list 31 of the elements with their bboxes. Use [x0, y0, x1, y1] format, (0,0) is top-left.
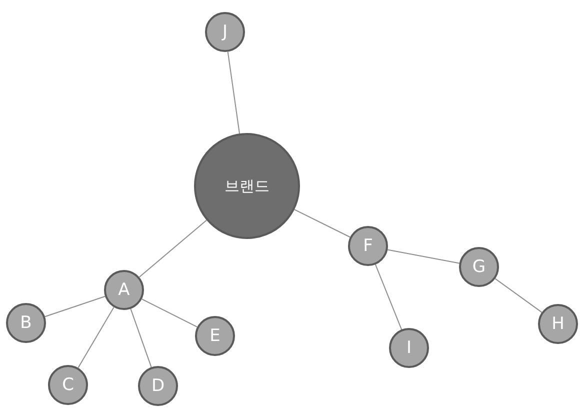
node-label: F: [363, 236, 373, 256]
node-label: E: [210, 326, 220, 346]
connector-line: [78, 306, 114, 368]
node-label: 브랜드: [224, 176, 270, 196]
circle-node: [205, 12, 245, 52]
connector-line: [44, 296, 106, 318]
node-label: A: [118, 280, 130, 300]
connector-line: [387, 249, 460, 264]
connector-line: [494, 278, 542, 313]
circle-node: [348, 226, 388, 266]
circle-node: [389, 328, 429, 368]
connector-line: [374, 264, 402, 330]
node-label: J: [222, 22, 228, 42]
connector-line: [130, 308, 152, 368]
connector-line: [138, 220, 208, 278]
node-label: I: [406, 338, 412, 358]
circle-node: [538, 304, 578, 344]
node-label: D: [151, 376, 165, 396]
connector-line: [141, 298, 198, 328]
circle-node: [138, 366, 178, 406]
node-label: B: [20, 313, 32, 333]
node-label: C: [62, 375, 74, 395]
connector-line: [294, 209, 351, 238]
circle-node: [48, 365, 88, 405]
circle-node: [195, 316, 235, 356]
node-label: G: [472, 257, 486, 277]
connector-line: [227, 51, 240, 134]
circle-node: [6, 303, 46, 343]
circle-node: [459, 247, 499, 287]
circle-node: [104, 270, 144, 310]
node-label: H: [552, 314, 564, 334]
